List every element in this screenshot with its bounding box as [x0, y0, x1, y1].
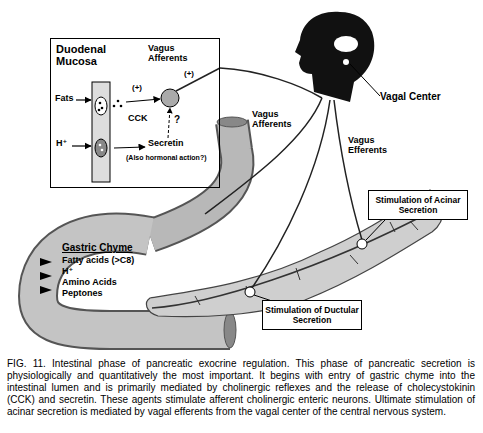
unknown-arrow [168, 108, 170, 138]
process-box: Stimulation of Ductular Secretion [262, 300, 362, 330]
duct-branches [195, 221, 418, 305]
figure-label: Gastric Chyme [62, 242, 133, 253]
cck-dot [117, 100, 120, 103]
figure-label: (+) [132, 84, 142, 93]
duodenum-cut-end [224, 312, 236, 348]
panel-heading: Duodenal Mucosa [56, 43, 120, 67]
vagus-efferent-nerve [334, 100, 362, 240]
granule [99, 102, 102, 105]
box-text: Stimulation of Ductular Secretion [265, 305, 359, 325]
mucosa-villi [40, 258, 52, 294]
vagus-efferent-nerve [252, 100, 330, 288]
granule [99, 144, 102, 147]
cck-arrow [126, 99, 160, 102]
cck-dot [120, 105, 123, 108]
afferent-neuron [161, 89, 179, 107]
process-box: Stimulation of Acinar Secretion [368, 190, 468, 220]
granule [98, 109, 101, 112]
figure-label: Peptones [62, 289, 103, 299]
figure-label: ? [174, 114, 180, 125]
ductular-target [245, 287, 255, 297]
secretin-arrow [114, 147, 145, 148]
figure-label: Fats [55, 94, 74, 104]
inset-background [50, 38, 220, 188]
figure-label: Secretin [148, 139, 184, 149]
figure-label: (+) [184, 70, 194, 79]
vagus-afferent-nerve [220, 68, 322, 98]
acid-arrow [72, 145, 91, 146]
figure-label: Amino Acids [62, 278, 117, 288]
stomach-cut-end [217, 117, 247, 127]
box-text: Stimulation of Acinar Secretion [371, 195, 465, 215]
leader-line [350, 64, 380, 96]
figure-label: H⁺ [62, 267, 73, 277]
figure-label: CCK [128, 114, 148, 124]
vagus-afferent-nerve [205, 98, 322, 214]
pancreatic-duct [152, 210, 434, 308]
figure-label: H⁺ [56, 139, 67, 149]
figure-caption: FIG. 11. Intestinal phase of pancreatic … [7, 358, 475, 418]
acinar-target [357, 239, 367, 249]
figure-label: (Also hormonal action?) [126, 154, 207, 162]
head-silhouette [295, 12, 374, 102]
inset-panel: Duodenal Mucosa [50, 38, 220, 188]
afferent-fiber [176, 68, 220, 91]
cck-dot [113, 105, 116, 108]
fats-arrow [76, 99, 91, 100]
vagal-center-spot [343, 59, 349, 65]
figure-label: Vagus Afferents [252, 110, 297, 130]
s-cell [95, 139, 107, 157]
mucosa-band [92, 82, 110, 182]
leader-line [366, 220, 385, 240]
granule [101, 107, 104, 110]
brain-area [334, 36, 358, 52]
figure-label: Vagal Center [380, 91, 441, 102]
figure-label: Fatty acids (>C8) [62, 256, 134, 266]
figure-label: Vagus Afferents [148, 44, 198, 64]
figure-label: Vagus Efferents [348, 136, 398, 156]
granule [101, 149, 104, 152]
cck-cell [95, 97, 107, 115]
